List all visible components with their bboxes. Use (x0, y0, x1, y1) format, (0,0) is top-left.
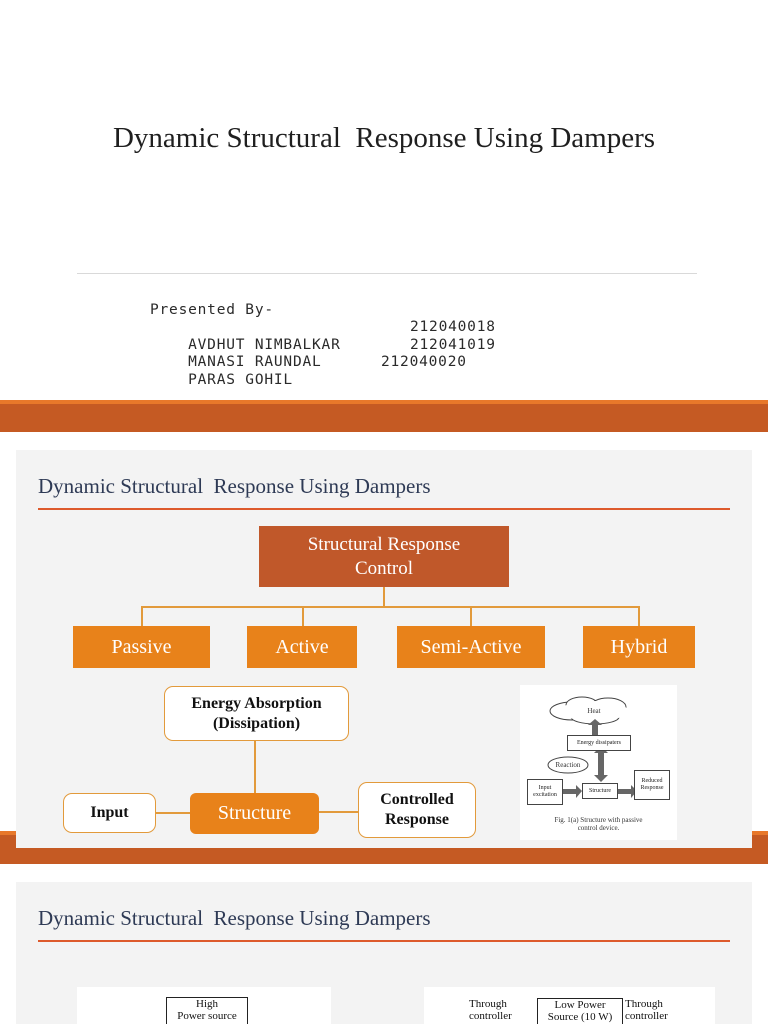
passive-control-figure: Heat Energy dissipaters Reaction Input e… (520, 685, 677, 840)
connector-line (254, 740, 256, 793)
active-box: Active (247, 626, 357, 668)
presenter-row: AVDHUT NIMBALKAR 212040018 (150, 319, 495, 352)
figure-heat-label: Heat (587, 707, 601, 715)
high-power-source-box: High Power source (166, 997, 248, 1024)
structural-response-control-box: Structural Response Control (259, 526, 509, 587)
power-source-label: Power source (177, 1010, 237, 1022)
presenter-id: 212040020 (381, 354, 467, 371)
figure-reaction-label: Reaction (555, 761, 581, 769)
low-power-source-box: Low Power Source (10 W) (537, 998, 623, 1024)
energy-absorption-box: Energy Absorption (Dissipation) (164, 686, 349, 741)
connector-line (319, 811, 358, 813)
through-controller-right-label: Through controller (625, 998, 668, 1022)
figure-input-excitation-box: Input excitation (527, 779, 563, 805)
presenter-row: PARAS GOHIL 212040020 (150, 354, 466, 387)
slide2-title: Dynamic Structural Response Using Damper… (38, 474, 431, 498)
semi-active-control-figure: Through controller Low Power Source (10 … (424, 987, 715, 1024)
connector-line (155, 812, 190, 814)
presenter-id: 212040018 (410, 319, 496, 336)
connector-line (638, 606, 640, 626)
active-control-figure: High Power source (77, 987, 331, 1024)
presented-by-label: Presented By- (150, 302, 274, 318)
semi-active-box: Semi-Active (397, 626, 545, 668)
slide3-title: Dynamic Structural Response Using Damper… (38, 906, 431, 930)
high-label: High (196, 998, 218, 1010)
controlled-response-box: Controlled Response (358, 782, 476, 838)
slide1-title: Dynamic Structural Response Using Damper… (112, 122, 656, 154)
slide3-title-rule (38, 940, 730, 942)
slide-separator (0, 400, 768, 432)
presenter-row: MANASI RAUNDAL 212041019 (150, 337, 495, 370)
presenter-name: MANASI RAUNDAL (188, 354, 322, 371)
presenter-id: 212041019 (410, 336, 496, 353)
hybrid-box: Hybrid (583, 626, 695, 668)
through-controller-left-label: Through controller (469, 998, 512, 1022)
structure-box: Structure (190, 793, 319, 834)
connector-line (383, 587, 385, 606)
presenter-name: PARAS GOHIL (188, 371, 293, 388)
input-box: Input (63, 793, 156, 833)
connector-line (141, 606, 143, 626)
presenters-block: Presented By- AVDHUT NIMBALKAR 212040018… (150, 302, 495, 388)
figure-diagram (547, 696, 637, 798)
connector-line (470, 606, 472, 626)
title-divider (77, 273, 697, 274)
presenter-name: AVDHUT NIMBALKAR (188, 336, 341, 353)
connector-line (141, 606, 640, 608)
passive-box: Passive (73, 626, 210, 668)
figure-energy-dissipaters-box: Energy dissipaters (567, 735, 631, 751)
connector-line (302, 606, 304, 626)
figure-reduced-response-box: Reduced Response (634, 770, 670, 800)
figure-structure-box: Structure (582, 783, 618, 799)
slide2-title-rule (38, 508, 730, 510)
figure-caption: Fig. 1(a) Structure with passive control… (554, 816, 643, 832)
